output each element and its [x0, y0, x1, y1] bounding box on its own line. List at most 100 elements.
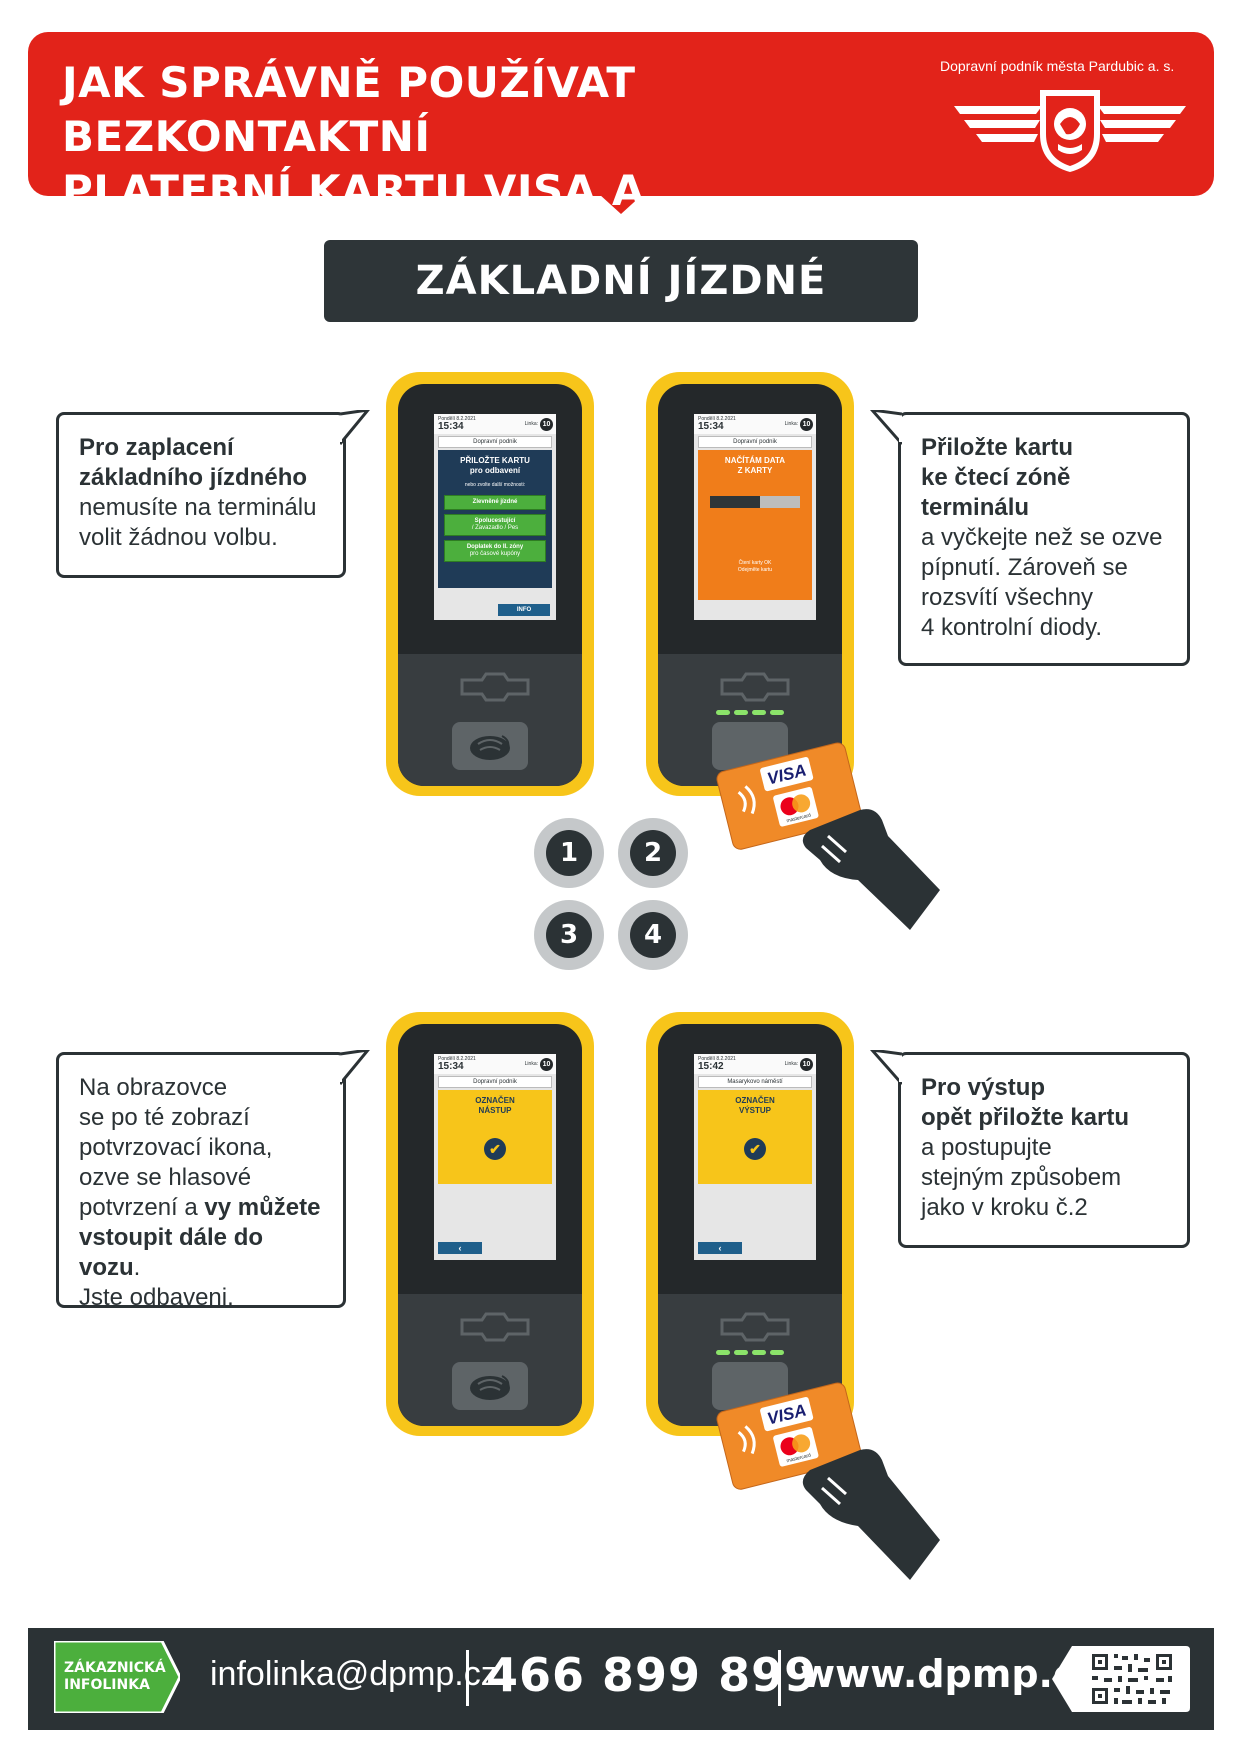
terminal-1-screen: Pondělí 8.2.2021 15:34 Linka: 10 Dopravn…	[434, 414, 556, 620]
info-button[interactable]: INFO	[498, 604, 550, 616]
screen-time: 15:34	[438, 421, 464, 432]
control-leds	[716, 1350, 786, 1356]
step-2: 2	[618, 818, 688, 888]
nfc-reader-pad[interactable]	[452, 1362, 528, 1410]
screen-main-panel: OZNAČEN NÁSTUP ✔	[438, 1090, 552, 1184]
terminal-2-screen: Pondělí 8.2.2021 15:34 Linka: 10 Dopravn…	[694, 414, 816, 620]
instruction-bubble-4: Pro výstup opět přiložte kartu a postupu…	[898, 1052, 1190, 1248]
step-1-number: 1	[546, 830, 592, 876]
screen-line-badge: 10	[540, 418, 553, 431]
terminal-4: Pondělí 8.2.2021 15:42 Linka: 10 Masaryk…	[646, 1012, 854, 1436]
bubble-3-line-5: potvrzení a vy můžete	[79, 1194, 321, 1221]
footer-divider	[778, 1650, 781, 1706]
card-reader-slot-icon	[720, 1312, 790, 1342]
screen-heading-1: OZNAČEN	[735, 1096, 775, 1105]
companion-button[interactable]: Spolucestující/ Zavazadlo / Pes	[444, 514, 546, 536]
company-name: Dopravní podník města Pardubic a. s.	[940, 58, 1175, 74]
card-in-hand-1: VISA mastercard	[716, 742, 940, 930]
footer-divider	[466, 1650, 469, 1706]
screen-date: Pondělí 8.2.2021	[438, 1056, 476, 1062]
dpmp-logo-icon	[954, 90, 1186, 172]
led-3	[752, 1350, 766, 1355]
step-2-number: 2	[630, 830, 676, 876]
bubble-1-line-4: volit žádnou volbu.	[79, 524, 278, 551]
qr-code-icon[interactable]	[1052, 1640, 1192, 1718]
back-button[interactable]: ‹	[698, 1242, 742, 1254]
screen-stop-name: Dopravní podnik	[438, 436, 552, 448]
discount-fare-button[interactable]: Zlevněné jízdné	[444, 495, 546, 510]
check-icon: ✔	[484, 1138, 506, 1160]
footer-bar	[28, 1628, 1214, 1730]
screen-heading-1: PŘILOŽTE KARTU	[460, 456, 530, 465]
screen-time: 15:34	[438, 1061, 464, 1072]
screen-linka-label: Linka:	[524, 421, 538, 427]
step-1: 1	[534, 818, 604, 888]
progress-fill	[710, 496, 760, 508]
bubble-3-line-1: Na obrazovce	[79, 1074, 228, 1101]
bubble-2-line-6: rozsvítí všechny	[921, 584, 1094, 611]
step-3: 3	[534, 900, 604, 970]
bubble-4-line-3: a postupujte	[921, 1134, 1052, 1161]
screen-heading-2: pro odbavení	[469, 466, 521, 475]
led-1	[716, 710, 730, 715]
bubble-4-pointer	[870, 1050, 902, 1085]
check-icon: ✔	[744, 1138, 766, 1160]
screen-heading-1: OZNAČEN	[475, 1096, 515, 1105]
led-2	[734, 1350, 748, 1355]
screen-heading-2: VÝSTUP	[738, 1106, 771, 1115]
bubble-3-line-3: potvrzovací ikona,	[79, 1134, 273, 1161]
bubble-1-line-3: nemusíte na terminálu	[79, 494, 317, 521]
screen-linka-label: Linka:	[524, 1061, 538, 1067]
screen-line-badge: 10	[540, 1058, 553, 1071]
screen-stop-name: Dopravní podnik	[698, 436, 812, 448]
terminal-1: Pondělí 8.2.2021 15:34 Linka: 10 Dopravn…	[386, 372, 594, 796]
bubble-2-bold-2: ke čtecí zóně	[921, 464, 1071, 491]
bubble-1-pointer	[340, 410, 370, 445]
contactless-hand-icon	[470, 1375, 510, 1400]
bubble-3-line-2: se po té zobrazí	[79, 1104, 250, 1131]
infolinka-label: ZÁKAZNICKÁ INFOLINKA	[64, 1660, 166, 1693]
footer-website[interactable]: www.dpmp.cz	[800, 1652, 1098, 1696]
bubble-2-bold-1: Přiložte kartu	[921, 434, 1074, 461]
back-button[interactable]: ‹	[438, 1242, 482, 1254]
screen-date: Pondělí 8.2.2021	[698, 416, 736, 422]
screen-heading-2: NÁSTUP	[478, 1106, 512, 1115]
bubble-3-pointer	[340, 1050, 370, 1085]
footer-phone[interactable]: 466 899 899	[486, 1648, 818, 1702]
instruction-bubble-2: Přiložte kartu ke čtecí zóně terminálu a…	[898, 412, 1190, 666]
screen-main-panel: NAČÍTÁM DATA Z KARTY Čtení karty OK Odej…	[698, 450, 812, 600]
bubble-1-bold-1: Pro zaplacení	[79, 434, 234, 461]
step-3-number: 3	[546, 912, 592, 958]
step-4: 4	[618, 900, 688, 970]
footer-email[interactable]: infolinka@dpmp.cz	[210, 1655, 498, 1693]
screen-heading-2: Z KARTY	[737, 466, 773, 475]
card-reader-slot-icon	[460, 1312, 530, 1342]
card-in-hand-2: VISA mastercard	[716, 1382, 940, 1580]
terminal-4-screen: Pondělí 8.2.2021 15:42 Linka: 10 Masaryk…	[694, 1054, 816, 1260]
mastercard-label: mastercard	[786, 1452, 812, 1464]
bubble-2-pointer	[870, 410, 902, 445]
instruction-bubble-1: Pro zaplacení základního jízdného nemusí…	[56, 412, 346, 578]
screen-status: Čtení karty OK Odejměte kartu	[737, 560, 773, 573]
led-2	[734, 710, 748, 715]
reading-progress-bar	[710, 496, 800, 508]
screen-line-badge: 10	[800, 418, 813, 431]
header-pointer	[599, 194, 643, 214]
screen-subtext: nebo zvolte další možnosti:	[464, 482, 526, 488]
screen-main-panel: PŘILOŽTE KARTU pro odbavení nebo zvolte …	[438, 450, 552, 588]
mastercard-label: mastercard	[786, 812, 812, 824]
bubble-1-bold-2: základního jízdného	[79, 464, 308, 491]
infolinka-badge	[54, 1641, 180, 1713]
led-3	[752, 710, 766, 715]
bubble-3-line-6: vstoupit dále do vozu.	[79, 1224, 264, 1281]
bubble-3-line-7: Jste odbaveni.	[79, 1284, 234, 1311]
screen-linka-label: Linka:	[784, 421, 798, 427]
bubble-4-bold-1: Pro výstup	[921, 1074, 1046, 1101]
terminal-3-screen: Pondělí 8.2.2021 15:34 Linka: 10 Dopravn…	[434, 1054, 556, 1260]
step-4-number: 4	[630, 912, 676, 958]
bubble-4-bold-2: opět přiložte kartu	[921, 1104, 1130, 1131]
screen-time: 15:42	[698, 1061, 724, 1072]
nfc-reader-pad[interactable]	[452, 722, 528, 770]
screen-time: 15:34	[698, 421, 724, 432]
